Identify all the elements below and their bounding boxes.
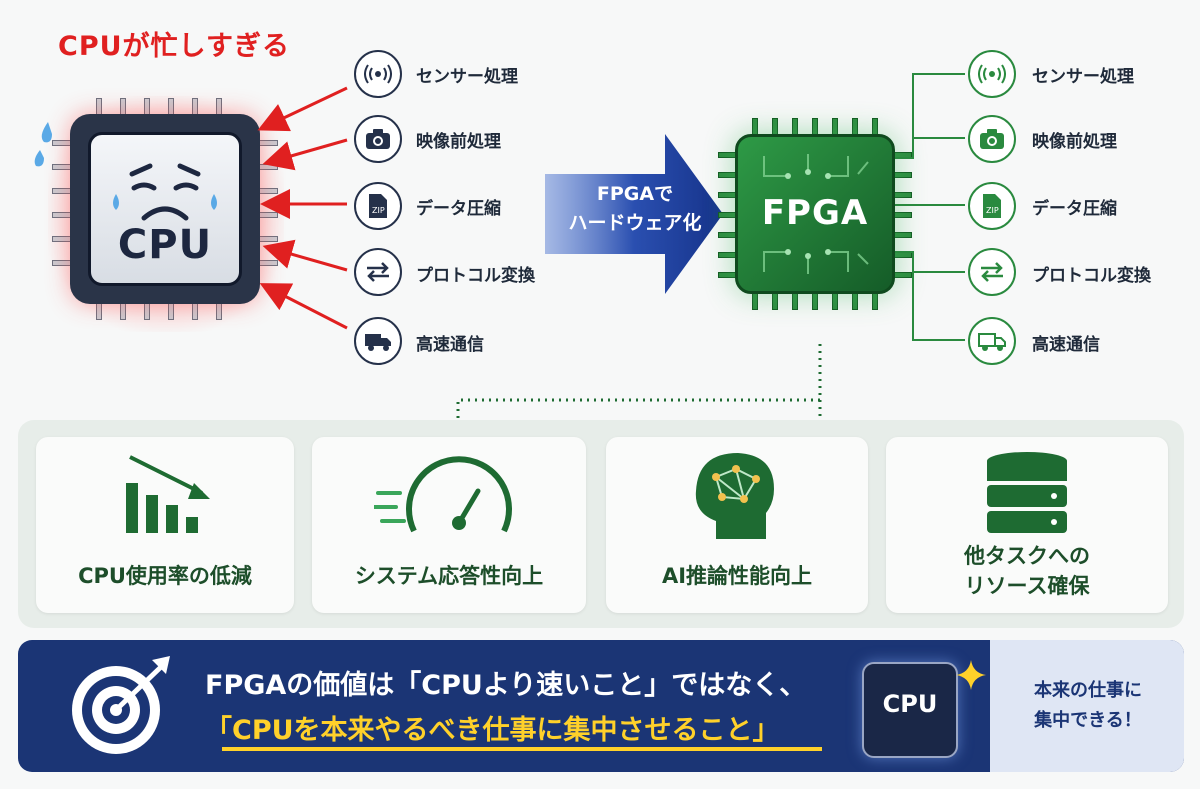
signal-icon [354, 50, 402, 98]
fpga-task-label-compress: データ圧縮 [1032, 199, 1117, 219]
benefit-label-resources-line2: リソース確保 [964, 574, 1090, 598]
arrow-caption: FPGAで ハードウェア化 [555, 180, 715, 238]
banner-side-line1: 本来の仕事に [1034, 680, 1142, 701]
speedometer-icon [374, 456, 512, 533]
benefit-label-ai: AI推論性能向上 [661, 564, 813, 588]
fpga-chip-label: FPGA [761, 193, 869, 233]
sad-face-icon [113, 163, 217, 221]
decreasing-bar-chart-icon [126, 455, 210, 533]
sparkle-icon [956, 660, 986, 690]
benefit-label-responsiveness: システム応答性向上 [354, 564, 544, 588]
fpga-task-label-sensor: センサー処理 [1032, 67, 1134, 87]
benefit-label-resources-line1: 他タスクへの [964, 544, 1090, 568]
focused-cpu-chip [862, 662, 958, 758]
cpu-chip-label: CPU [117, 222, 213, 268]
fpga-task-label-video: 映像前処理 [1032, 132, 1117, 152]
highlight-underline [222, 747, 822, 751]
benefit-card-resources: 他タスクへの リソース確保 [886, 437, 1168, 613]
task-label-compress: データ圧縮 [416, 199, 501, 219]
swap-arrows-icon [354, 248, 402, 296]
cpu-overloaded-title: CPUが忙しすぎる [58, 31, 290, 62]
camera-icon [968, 115, 1016, 163]
banner-message-line2: 「CPUを本来やるべき仕事に集中させること」 [205, 715, 780, 746]
fpga-task-label-protocol: プロトコル変換 [1032, 266, 1151, 286]
hardware-offload-arrow [545, 134, 723, 294]
sweat-drops-icon [34, 122, 52, 167]
task-label-sensor: センサー処理 [416, 67, 518, 87]
server-stack-icon [987, 452, 1067, 533]
zip-file-icon: ZIP [968, 182, 1016, 230]
signal-icon [968, 50, 1016, 98]
fpga-chip [735, 134, 895, 294]
benefit-label-resources: 他タスクへの リソース確保 [886, 541, 1168, 601]
banner-side-text: 本来の仕事に 集中できる！ [1000, 676, 1176, 736]
banner-message-line1: FPGAの価値は「CPUより速いこと」ではなく、 [205, 670, 807, 701]
task-label-protocol: プロトコル変換 [416, 266, 535, 286]
camera-icon [354, 115, 402, 163]
overload-arrows [257, 86, 348, 330]
benefit-card-responsiveness: システム応答性向上 [312, 437, 586, 613]
benefit-label-cpu-usage: CPU使用率の低減 [78, 564, 252, 588]
svg-text:ZIP: ZIP [372, 206, 385, 215]
benefit-card-cpu-usage: CPU使用率の低減 [36, 437, 294, 613]
swap-arrows-icon [968, 248, 1016, 296]
banner-side-panel [990, 640, 1184, 772]
banner-side-line2: 集中できる！ [1034, 710, 1142, 731]
fpga-connector-lines [895, 73, 965, 341]
arrow-caption-line1: FPGAで [596, 183, 674, 205]
target-icon [72, 656, 170, 754]
benefit-card-ai: AI推論性能向上 [606, 437, 868, 613]
task-label-comm: 高速通信 [416, 335, 484, 355]
arrow-caption-line2: ハードウェア化 [568, 212, 702, 234]
task-label-video: 映像前処理 [416, 132, 501, 152]
svg-text:ZIP: ZIP [986, 206, 999, 215]
focused-cpu-label: CPU [882, 690, 938, 718]
ai-head-icon [695, 453, 774, 539]
truck-icon [354, 317, 402, 365]
fpga-task-label-comm: 高速通信 [1032, 335, 1100, 355]
circuit-traces [763, 154, 869, 274]
zip-file-icon: ZIP [354, 182, 402, 230]
truck-icon [968, 317, 1016, 365]
